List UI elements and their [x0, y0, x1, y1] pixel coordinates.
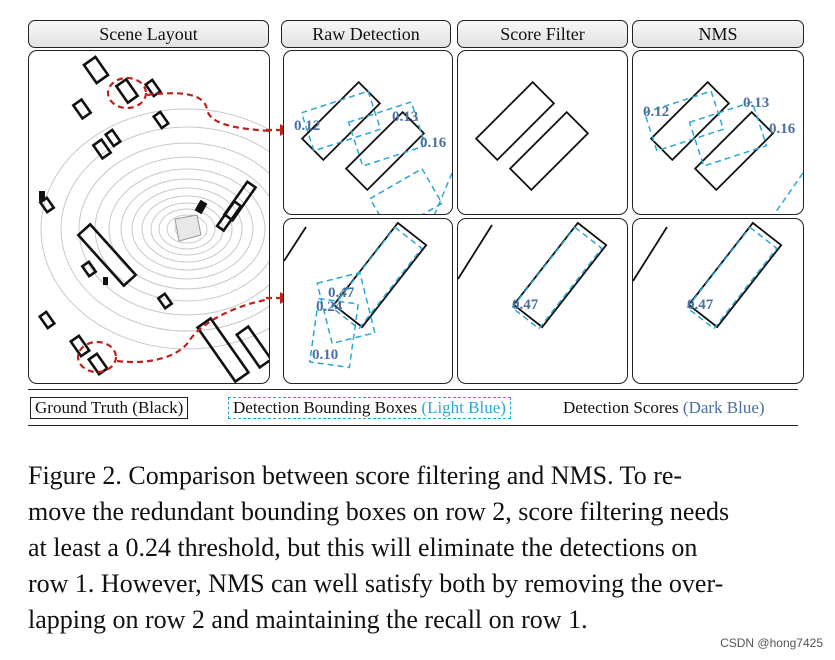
- detection-boxes: [511, 226, 603, 330]
- caption-line: row 1. However, NMS can well satisfy bot…: [28, 569, 724, 598]
- legend-detection-scores-label: Detection Scores: [563, 398, 679, 417]
- score-label: 0.10: [312, 347, 338, 363]
- lidar-point-cloud: [40, 108, 269, 350]
- caption-line: at least a 0.24 threshold, but this will…: [28, 533, 698, 562]
- ground-truth-boxes: [300, 80, 426, 192]
- scene-layout-panel: [28, 50, 270, 384]
- score-label: 0.47: [328, 285, 355, 301]
- header-score-filter: Score Filter: [457, 20, 628, 48]
- ground-truth-boxes: [284, 221, 428, 329]
- watermark: CSDN @hong7425: [720, 636, 823, 650]
- legend-detection-scores: Detection Scores (Dark Blue): [563, 397, 765, 419]
- caption-line: Figure 2. Comparison between score filte…: [28, 461, 683, 490]
- score-label: 0.24: [316, 299, 343, 315]
- raw-detection-row2-panel: 0.47 0.24 0.10: [283, 218, 453, 384]
- score-label: 0.12: [643, 104, 669, 120]
- scene-layout-figure: [37, 55, 269, 383]
- legend-detection-boxes: Detection Bounding Boxes (Light Blue): [228, 397, 511, 419]
- ground-truth-solid-marks: [39, 191, 208, 285]
- caption-line: lapping on row 2 and maintaining the rec…: [28, 605, 588, 634]
- detection-boxes: [308, 226, 423, 369]
- detection-boxes: [686, 226, 778, 330]
- nms-row2-panel: 0.47: [632, 218, 804, 384]
- score-label: 0.16: [769, 121, 796, 137]
- score-label: 0.13: [743, 95, 769, 111]
- score-filter-row1-panel: [457, 50, 628, 215]
- nms-row1-panel: 0.12 0.13 0.16: [632, 50, 804, 215]
- header-scene-layout: Scene Layout: [28, 20, 269, 48]
- detection-boxes: [300, 90, 452, 214]
- raw-detection-row1-panel: 0.12 0.13 0.16: [283, 50, 453, 215]
- legend-top-rule: [28, 389, 798, 390]
- figure-caption: Figure 2. Comparison between score filte…: [28, 458, 806, 638]
- legend-light-blue-label: (Light Blue): [421, 398, 506, 417]
- score-label: 0.16: [420, 135, 447, 151]
- score-label: 0.13: [392, 109, 418, 125]
- legend-ground-truth: Ground Truth (Black): [30, 397, 189, 419]
- legend-detection-boxes-label: Detection Bounding Boxes: [233, 398, 418, 417]
- score-filter-row2-panel: 0.47: [457, 218, 628, 384]
- header-nms: NMS: [632, 20, 804, 48]
- caption-line: move the redundant bounding boxes on row…: [28, 497, 730, 526]
- score-label: 0.12: [294, 118, 320, 134]
- legend-bottom-rule: [28, 425, 798, 426]
- ground-truth-boxes: [37, 55, 269, 383]
- score-label: 0.47: [687, 297, 714, 313]
- highlight-circles: [76, 76, 269, 374]
- ego-vehicle: [174, 214, 202, 242]
- legend-dark-blue-label: (Dark Blue): [682, 398, 765, 417]
- score-label: 0.47: [512, 297, 539, 313]
- ground-truth-boxes: [474, 80, 590, 192]
- detection-boxes: [643, 90, 803, 214]
- header-raw-detection: Raw Detection: [281, 20, 451, 48]
